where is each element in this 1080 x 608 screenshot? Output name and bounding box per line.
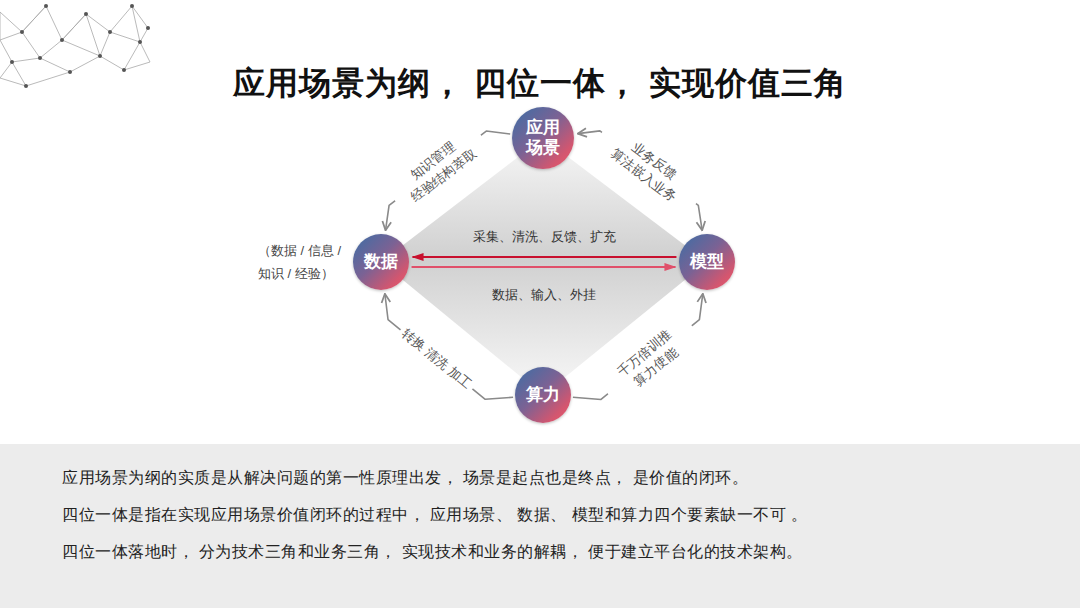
scenario-circle: 应用场景 [512,107,574,169]
model-circle: 模型 [679,234,735,290]
caption-line: 应用场景为纲的实质是从解决问题的第一性原理出发， 场景是起点也是终点， 是价值的… [62,466,1018,490]
edge-label: 采集、清洗、反馈、扩充 [469,227,620,247]
network-decoration [0,6,150,86]
annotation: （数据 / 信息 / 知识 / 经验） [258,240,350,286]
exchange-arrow [413,256,677,258]
node-label: 模型 [690,252,724,272]
edge-label: 转换 清洗 加工 [394,322,478,396]
caption-line: 四位一体是指在实现应用场景价值闭环的过程中， 应用场景、 数据、 模型和算力四个… [62,503,1018,527]
node-label: 数据 [364,252,398,272]
caption-line: 四位一体落地时， 分为技术三角和业务三角， 实现技术和业务的解耦， 便于建立平台… [62,540,1018,564]
diagram-title: 应用场景为纲， 四位一体， 实现价值三角 [0,62,1080,106]
caption-band: 应用场景为纲的实质是从解决问题的第一性原理出发， 场景是起点也是终点， 是价值的… [0,444,1080,608]
network-dots [10,4,150,88]
node-label: 应用场景 [524,118,561,157]
data-circle: 数据 [353,234,409,290]
node-label: 算力 [526,385,560,405]
compute-circle: 算力 [515,367,571,423]
exchange-arrow [412,266,676,268]
edge-label: 数据、输入、外挂 [488,285,600,305]
flow-arrow [385,294,513,400]
